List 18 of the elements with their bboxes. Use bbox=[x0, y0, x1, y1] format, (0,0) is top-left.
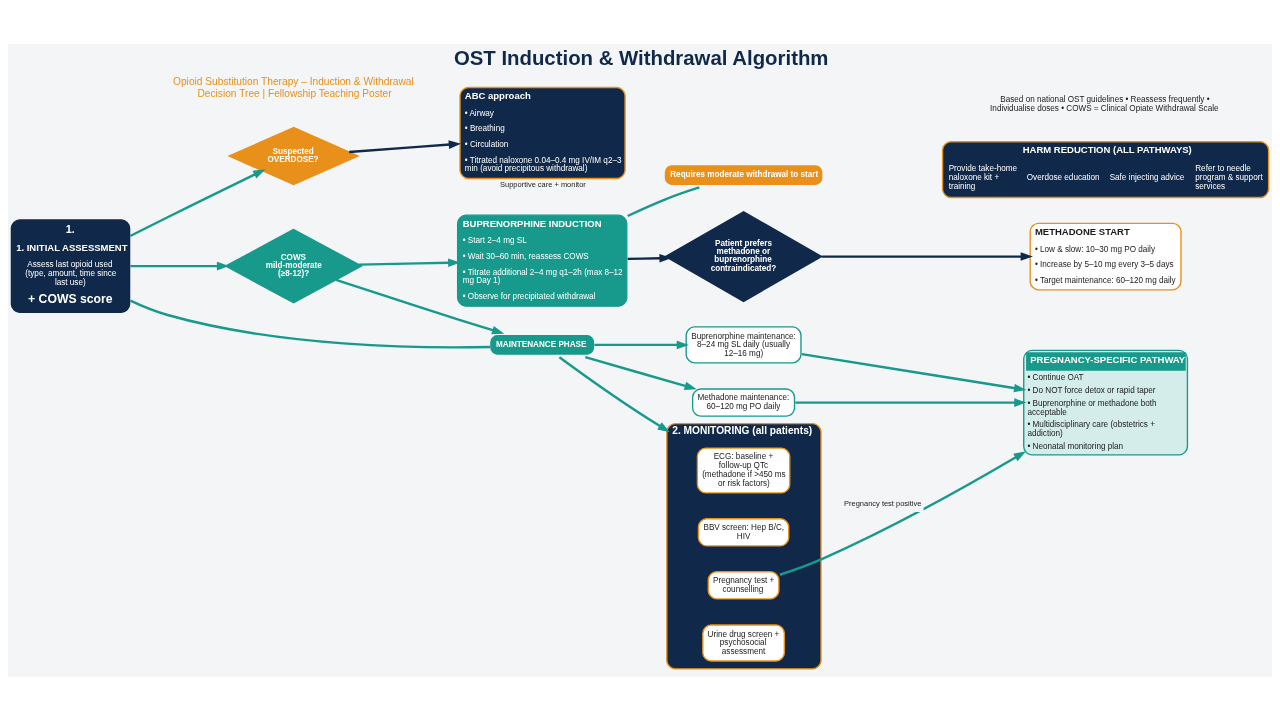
connector bbox=[129, 299, 491, 349]
arrow bbox=[795, 397, 1027, 407]
arrow bbox=[558, 355, 670, 432]
arrow bbox=[779, 450, 1026, 576]
connector bbox=[627, 185, 700, 217]
arrow bbox=[821, 251, 1033, 261]
node-label: Supportive care + monitor bbox=[500, 178, 586, 188]
label: Opioid Substitution Therapy – Induction & Withdrawal Decision Tree | Fellowship Teaching Poster bbox=[173, 75, 414, 99]
arrow bbox=[335, 278, 505, 334]
edge-label: Pregnancy test positive bbox=[844, 498, 922, 508]
arrow bbox=[594, 340, 689, 349]
arrow bbox=[129, 168, 266, 237]
arrow bbox=[627, 253, 672, 263]
arrow bbox=[130, 261, 230, 270]
arrow bbox=[349, 139, 461, 153]
arrow bbox=[801, 352, 1027, 392]
diagram-title: OST Induction & Withdrawal Algorithm bbox=[453, 46, 829, 69]
arrow bbox=[584, 355, 697, 390]
